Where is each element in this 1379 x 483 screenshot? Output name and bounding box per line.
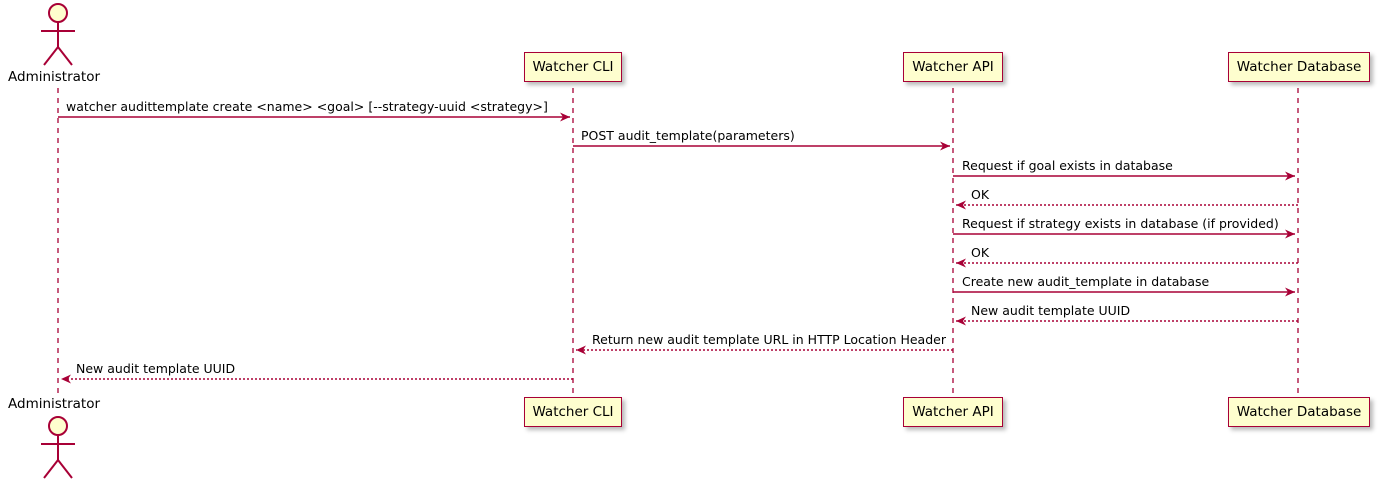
message-label-7: Create new audit_template in database	[962, 274, 1210, 289]
message-label-6: OK	[971, 245, 990, 260]
actor-figure-top	[41, 3, 75, 66]
message-label-8: New audit template UUID	[971, 303, 1131, 318]
actor-figure-bottom	[41, 416, 75, 479]
participant-box-watcher-database-bottom[interactable]: Watcher Database	[1228, 397, 1370, 427]
participant-box-watcher-database-top[interactable]: Watcher Database	[1228, 52, 1370, 82]
participant-box-watcher-cli-top[interactable]: Watcher CLI	[524, 52, 622, 82]
participant-box-watcher-api-bottom[interactable]: Watcher API	[903, 397, 1003, 427]
message-label-2: POST audit_template(parameters)	[581, 128, 795, 143]
actor-label-administrator-bottom: Administrator	[8, 396, 101, 412]
message-label-3: Request if goal exists in database	[962, 158, 1173, 173]
participant-box-watcher-api-top[interactable]: Watcher API	[903, 52, 1003, 82]
message-label-4: OK	[971, 187, 990, 202]
message-label-5: Request if strategy exists in database (…	[962, 216, 1279, 231]
message-arrows	[58, 112, 1298, 384]
message-label-9: Return new audit template URL in HTTP Lo…	[592, 332, 946, 347]
lifelines	[57, 88, 1299, 395]
participant-box-watcher-cli-bottom[interactable]: Watcher CLI	[524, 397, 622, 427]
message-label-10: New audit template UUID	[76, 361, 236, 376]
actor-label-administrator-top: Administrator	[8, 69, 101, 85]
message-label-1: watcher audittemplate create <name> <goa…	[66, 99, 548, 114]
